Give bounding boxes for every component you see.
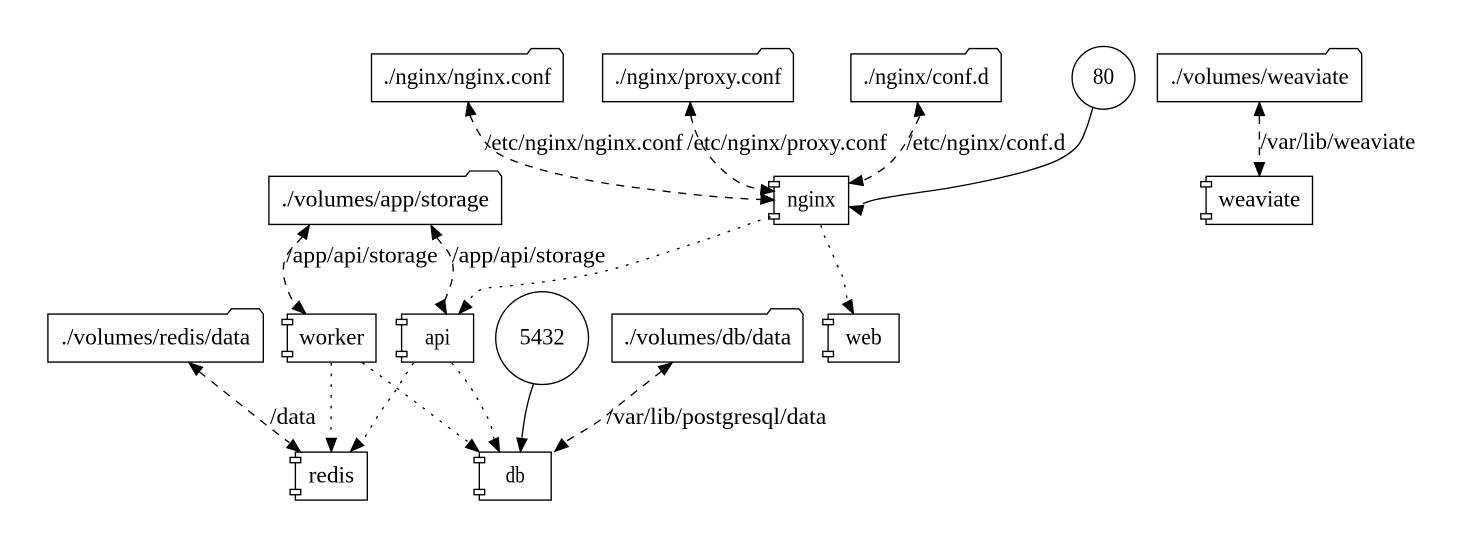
svg-text:nginx: nginx <box>787 187 836 213</box>
svg-text:./nginx/proxy.conf: ./nginx/proxy.conf <box>615 64 782 90</box>
svg-text:/etc/nginx/proxy.conf: /etc/nginx/proxy.conf <box>687 130 887 156</box>
svg-text:redis: redis <box>309 462 355 488</box>
svg-text:worker: worker <box>299 324 364 350</box>
svg-text:/etc/nginx/conf.d: /etc/nginx/conf.d <box>906 130 1065 156</box>
svg-text:80: 80 <box>1093 64 1114 90</box>
svg-text:api: api <box>425 324 451 350</box>
svg-text:./volumes/redis/data: ./volumes/redis/data <box>61 324 251 350</box>
svg-text:./volumes/weaviate: ./volumes/weaviate <box>1171 64 1349 90</box>
svg-text:/data: /data <box>270 404 316 430</box>
svg-text:./volumes/app/storage: ./volumes/app/storage <box>281 187 489 213</box>
svg-text:./nginx/conf.d: ./nginx/conf.d <box>863 64 989 90</box>
svg-text:/var/lib/postgresql/data: /var/lib/postgresql/data <box>607 404 827 430</box>
svg-text:/etc/nginx/nginx.conf: /etc/nginx/nginx.conf <box>485 130 683 156</box>
svg-text:/app/api/storage: /app/api/storage <box>286 243 438 269</box>
svg-text:web: web <box>846 324 882 350</box>
svg-text:db: db <box>506 462 525 488</box>
svg-text:./volumes/db/data: ./volumes/db/data <box>624 324 792 350</box>
svg-text:5432: 5432 <box>520 324 565 350</box>
svg-text:./nginx/nginx.conf: ./nginx/nginx.conf <box>383 64 551 90</box>
svg-text:/var/lib/weaviate: /var/lib/weaviate <box>1260 129 1415 155</box>
svg-text:/app/api/storage: /app/api/storage <box>452 243 606 269</box>
svg-text:weaviate: weaviate <box>1218 187 1300 213</box>
